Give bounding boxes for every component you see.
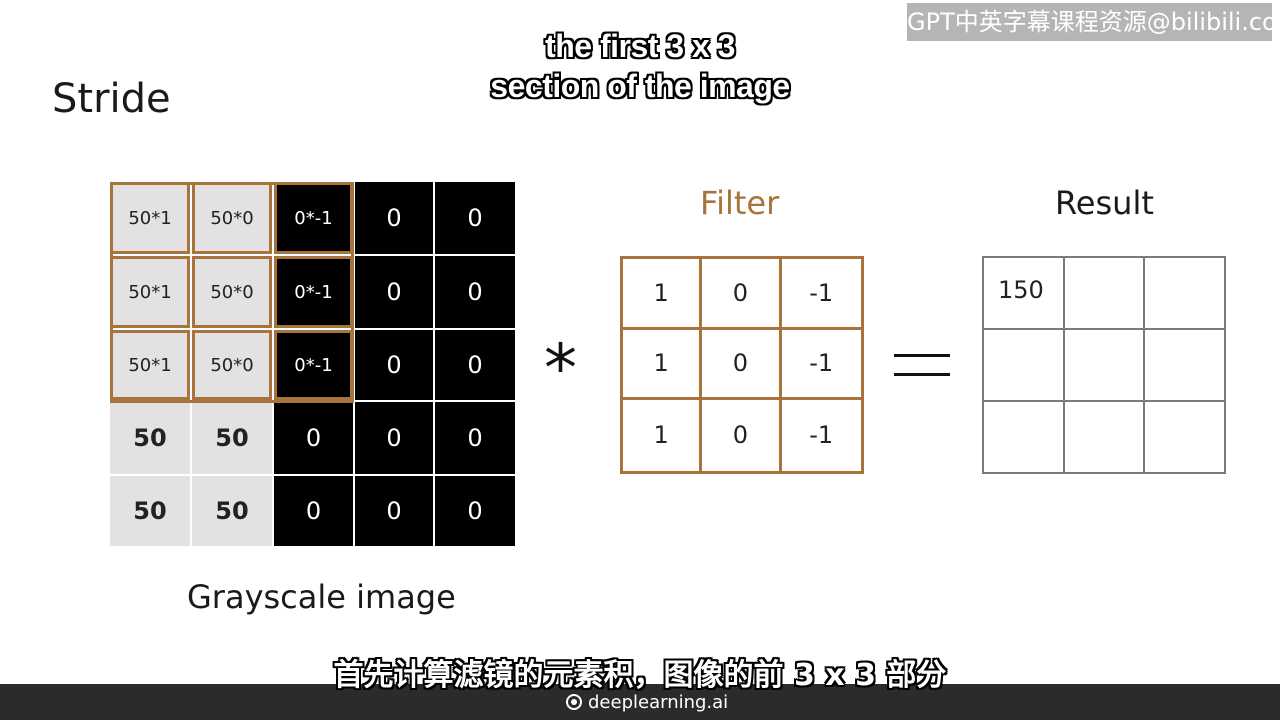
slide-title: Stride (52, 76, 171, 122)
caption-chinese: 首先计算滤镜的元素积，图像的前 3 x 3 部分 (333, 658, 947, 693)
filter-cell: 1 (623, 329, 703, 401)
equals-sign (894, 354, 950, 376)
image-cell: 0*-1 (274, 330, 353, 400)
image-cell: 0 (355, 182, 433, 254)
image-cell: 0 (355, 402, 433, 474)
equals-bar-top (894, 354, 950, 357)
image-cell: 50*1 (110, 182, 190, 254)
result-grid-line (1143, 258, 1145, 472)
filter-cell: 0 (702, 259, 782, 330)
result-grid-line (1063, 258, 1065, 472)
filter-cell: 0 (702, 400, 782, 471)
watermark-shadow (930, 44, 1260, 66)
caption-english-line2: section of the image (490, 68, 790, 104)
result-cell-value: 150 (998, 276, 1044, 304)
filter-title: Filter (700, 184, 780, 222)
filter-cell: 1 (623, 259, 703, 330)
result-title: Result (1055, 184, 1154, 222)
image-cell: 50*0 (192, 182, 272, 254)
image-cell: 0 (435, 476, 515, 546)
image-cell: 0*-1 (274, 182, 353, 254)
image-cell: 0 (274, 476, 353, 546)
deeplearning-logo-icon (566, 694, 582, 710)
image-cell: 50 (110, 402, 190, 474)
image-cell: 0 (435, 402, 515, 474)
image-cell: 0 (355, 330, 433, 400)
image-cell: 0 (435, 330, 515, 400)
image-cell: 50 (192, 402, 272, 474)
image-cell: 0 (435, 256, 515, 328)
image-cell: 50*1 (110, 256, 190, 328)
caption-english-line1: the first 3 x 3 (545, 28, 735, 64)
brand-name: deeplearning.ai (588, 691, 729, 713)
result-grid-line (984, 328, 1224, 330)
result-grid (982, 256, 1226, 474)
caption-english: the first 3 x 3 section of the image (440, 26, 840, 106)
image-cell: 50*1 (110, 330, 190, 400)
result-grid-line (984, 400, 1224, 402)
filter-cell: -1 (781, 330, 861, 401)
filter-cell: -1 (809, 421, 834, 450)
image-cell: 0 (435, 182, 515, 254)
watermark: GPT中英字幕课程资源@bilibili.com (907, 3, 1280, 41)
image-cell: 0 (274, 402, 353, 474)
image-cell: 50*0 (192, 330, 272, 400)
image-cell: 50 (192, 476, 272, 546)
image-cell: 50*0 (192, 256, 272, 328)
bottom-bar (0, 684, 1280, 720)
image-label: Grayscale image (187, 578, 456, 616)
equals-bar-bottom (894, 373, 950, 376)
brand-logo: deeplearning.ai (566, 690, 728, 714)
image-cell: 0 (355, 256, 433, 328)
image-cell: 0 (355, 476, 433, 546)
filter-cell: 0 (702, 329, 782, 401)
filter-cell: 1 (623, 400, 703, 471)
convolution-operator: * (544, 330, 577, 407)
image-cell: 0*-1 (274, 256, 353, 328)
image-cell: 50 (110, 476, 190, 546)
filter-cell: -1 (781, 259, 861, 330)
